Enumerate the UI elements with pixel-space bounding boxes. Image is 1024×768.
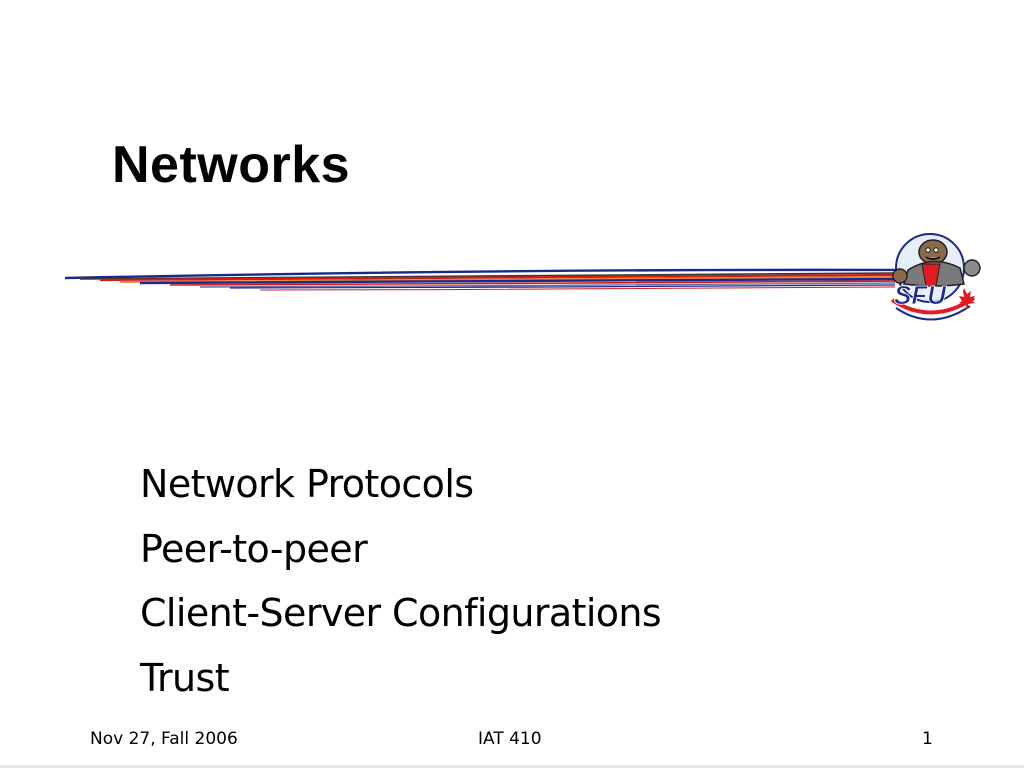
footer-date: Nov 27, Fall 2006	[90, 729, 238, 749]
bullet-list: Network Protocols Peer-to-peer Client-Se…	[140, 452, 662, 710]
bullet-item: Client-Server Configurations	[140, 591, 662, 635]
footer-page-number: 1	[922, 729, 933, 749]
sfu-logo: SFU	[890, 233, 981, 321]
bullet-item: Trust	[140, 655, 230, 700]
footer-course: IAT 410	[478, 729, 542, 749]
bullet-item: Network Protocols	[140, 462, 474, 506]
slide-title: Networks	[112, 136, 351, 194]
decorative-swoosh	[64, 268, 896, 291]
bullet-item: Peer-to-peer	[140, 526, 368, 571]
bottom-divider	[0, 765, 1024, 768]
sfu-logo-text: SFU	[894, 280, 947, 310]
